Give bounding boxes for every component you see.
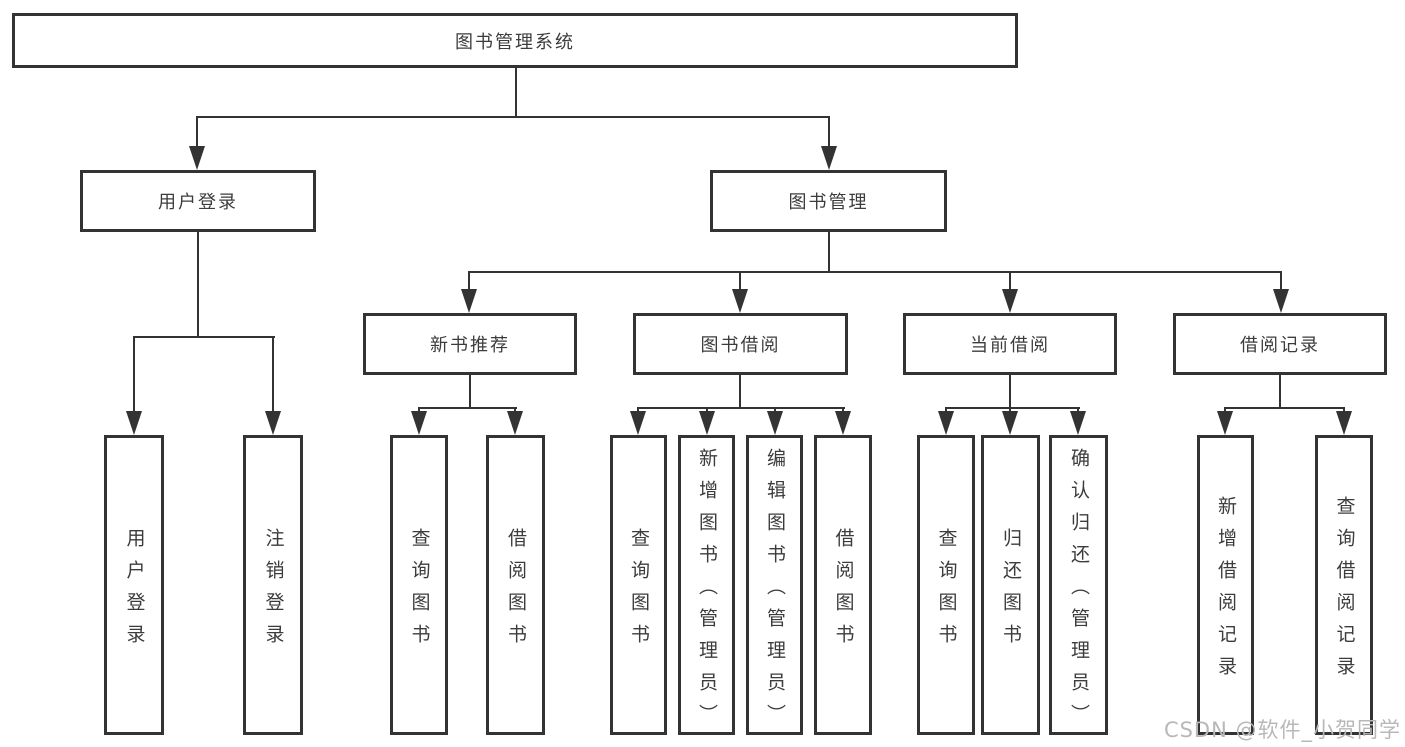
arrow-down-icon — [507, 411, 523, 435]
leaf-label: 用户登录 — [123, 527, 146, 656]
arrow-down-icon — [1273, 289, 1289, 313]
arrow-down-icon — [126, 411, 142, 435]
arrow-down-icon — [265, 411, 281, 435]
connector-line — [828, 230, 830, 273]
arrow-down-icon — [461, 289, 477, 313]
connector-line — [515, 66, 517, 118]
connector-line — [196, 116, 198, 150]
leaf-borrow-books: 借阅图书 — [814, 435, 872, 735]
leaf-label: 借阅图书 — [832, 527, 855, 656]
connector-line — [469, 373, 471, 409]
connector-line — [418, 407, 517, 409]
leaf-label: 查询借阅记录 — [1333, 495, 1356, 688]
watermark: CSDN @软件_小贺同学 — [1163, 718, 1401, 742]
node-root: 图书管理系统 — [12, 13, 1018, 68]
connector-line — [739, 373, 741, 409]
leaf-label: 归还图书 — [999, 527, 1022, 656]
leaf-label: 新增借阅记录 — [1214, 495, 1237, 688]
connector-line — [272, 336, 274, 416]
arrow-down-icon — [1070, 411, 1086, 435]
leaf-confirm-return-admin: 确认归还（管理员） — [1049, 435, 1108, 736]
leaf-logout: 注销登录 — [243, 435, 303, 735]
connector-line — [197, 230, 199, 338]
arrow-down-icon — [1002, 411, 1018, 435]
node-user-login: 用户登录 — [80, 170, 316, 232]
connector-line — [1280, 271, 1282, 295]
arrow-down-icon — [1217, 411, 1233, 435]
leaf-label: 查询图书 — [627, 527, 650, 656]
connector-line — [739, 271, 741, 295]
connector-line — [1279, 373, 1281, 409]
leaf-label: 新增图书（管理员） — [695, 447, 718, 736]
leaf-label: 编辑图书（管理员） — [763, 447, 786, 736]
leaf-query-books-borrow: 查询图书 — [610, 435, 667, 735]
connector-line — [828, 116, 830, 150]
arrow-down-icon — [411, 411, 427, 435]
arrow-down-icon — [630, 411, 646, 435]
connector-line — [637, 407, 845, 409]
arrow-down-icon — [699, 411, 715, 435]
leaf-edit-book-admin: 编辑图书（管理员） — [746, 435, 803, 736]
leaf-query-borrow-record: 查询借阅记录 — [1315, 435, 1373, 735]
leaf-add-book-admin: 新增图书（管理员） — [678, 435, 735, 736]
node-new-book-recommend: 新书推荐 — [363, 313, 577, 375]
node-label: 用户登录 — [158, 192, 238, 213]
arrow-down-icon — [938, 411, 954, 435]
leaf-user-login: 用户登录 — [104, 435, 164, 735]
leaf-borrow-books-recommend: 借阅图书 — [486, 435, 545, 735]
leaf-label: 查询图书 — [935, 527, 958, 656]
node-borrow-records: 借阅记录 — [1173, 313, 1387, 375]
leaf-add-borrow-record: 新增借阅记录 — [1197, 435, 1254, 735]
arrow-down-icon — [732, 289, 748, 313]
arrow-down-icon — [835, 411, 851, 435]
node-book-borrow: 图书借阅 — [633, 313, 848, 375]
connector-line — [133, 336, 135, 416]
node-label: 图书借阅 — [700, 335, 781, 356]
arrow-down-icon — [1002, 289, 1018, 313]
leaf-label: 确认归还（管理员） — [1067, 447, 1090, 736]
node-book-management: 图书管理 — [710, 170, 947, 232]
connector-line — [468, 271, 470, 295]
connector-line — [945, 407, 1080, 409]
node-label: 图书管理 — [788, 192, 869, 213]
node-label: 当前借阅 — [970, 335, 1050, 356]
node-current-borrow: 当前借阅 — [903, 313, 1117, 375]
arrow-down-icon — [1336, 411, 1352, 435]
node-label: 新书推荐 — [430, 335, 510, 356]
leaf-label: 查询图书 — [408, 527, 431, 656]
leaf-return-book: 归还图书 — [981, 435, 1040, 735]
leaf-label: 借阅图书 — [504, 527, 527, 656]
connector-line — [468, 271, 1282, 273]
arrow-down-icon — [821, 146, 837, 170]
connector-line — [1009, 271, 1011, 295]
node-label: 借阅记录 — [1240, 335, 1320, 356]
leaf-query-books-current: 查询图书 — [917, 435, 975, 735]
arrow-down-icon — [189, 146, 205, 170]
leaf-query-books-recommend: 查询图书 — [390, 435, 448, 735]
connector-line — [196, 116, 830, 118]
node-root-label: 图书管理系统 — [455, 31, 575, 53]
connector-line — [133, 336, 275, 338]
leaf-label: 注销登录 — [262, 527, 285, 656]
arrow-down-icon — [767, 411, 783, 435]
connector-line — [1224, 407, 1345, 409]
connector-line — [1009, 373, 1011, 423]
